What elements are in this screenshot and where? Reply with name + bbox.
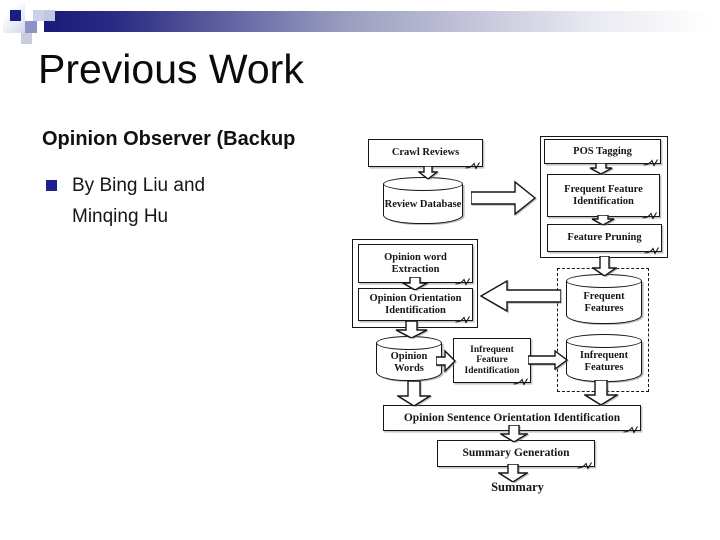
node-label: Review Database [384,198,462,210]
fold-icon [644,247,659,255]
node-frequent-features: Frequent Features [566,274,642,324]
fold-icon [455,316,470,324]
node-label: Frequent Features [583,291,625,314]
bullet-square-icon [46,180,57,191]
node-opinion-orientation-identification: Opinion Orientation Identification [358,288,473,324]
node-label: Infrequent Feature Identification [464,344,520,376]
fold-icon [513,378,528,386]
cylinder-body [566,281,642,324]
node-feature-pruning: Feature Pruning [547,224,662,255]
node-label: Infrequent Features [579,350,629,373]
node-summary-generation: Summary Generation [437,440,595,470]
down-arrow-features-to-sentence [584,380,618,405]
slide-subtitle: Opinion Observer (Backup [42,128,296,150]
node-label: POS Tagging [573,145,632,157]
down-arrow-words-to-sentence [397,381,431,406]
node-label: Opinion Words [390,350,428,374]
node-review-database: Review Database [383,177,463,224]
fold-icon [577,462,592,470]
down-arrow-ffi-to-pruning [591,215,615,225]
down-arrow-sentence-to-summary-generation [500,425,528,442]
node-frequent-feature-identification: Frequent Feature Identification [547,174,660,220]
right-arrow-infrequent-id-to-features [528,350,568,370]
node-summary: Summary [491,480,544,494]
fold-icon [623,426,638,434]
page-title: Previous Work [38,46,304,92]
node-label: Summary Generation [462,447,570,460]
deco-square-medium [25,21,37,33]
node-label: Opinion word Extraction [384,251,447,275]
left-arrow-features-to-opinion [479,279,561,313]
down-arrow-pruning-to-frequent-features [592,256,617,276]
cylinder-top [566,334,642,348]
fold-icon [643,159,658,167]
node-label: Opinion Sentence Orientation Identificat… [403,411,621,424]
node-infrequent-features: Infrequent Features [566,334,642,382]
fold-icon [642,212,657,220]
down-arrow-orientation-to-opinion-words [395,321,428,338]
header-gradient-bar [44,11,711,32]
down-arrow-extraction-to-orientation [402,277,428,290]
deco-square-pale2 [44,10,55,21]
down-arrow-crawl-to-database [418,166,438,179]
fold-icon [455,278,470,286]
right-arrow-words-to-infrequent-id [436,349,456,373]
node-opinion-words: Opinion Words [376,336,442,381]
node-label: Feature Pruning [567,232,642,244]
flowchart-opinion-observer: Crawl Reviews POS Tagging Frequent Featu… [340,128,672,508]
node-crawl-reviews: Crawl Reviews [368,139,483,170]
bullet-item: By Bing Liu and Minqing Hu [46,170,257,232]
deco-square-navy [10,10,21,21]
bullet-text: By Bing Liu and Minqing Hu [72,175,206,227]
fold-icon [465,162,480,170]
cylinder-top [383,177,463,191]
right-arrow-database-to-pos [471,180,537,216]
node-label: Opinion Orientation Identification [369,292,462,316]
node-infrequent-feature-identification: Infrequent Feature Identification [453,338,531,386]
down-arrow-pos-to-ffi [589,163,613,174]
node-label: Crawl Reviews [391,147,460,159]
deco-square-pale1 [33,10,44,21]
deco-square-light [21,33,32,44]
down-arrow-generation-to-summary [498,464,528,482]
node-label: Frequent Feature Identification [564,183,643,207]
node-pos-tagging: POS Tagging [544,139,661,167]
